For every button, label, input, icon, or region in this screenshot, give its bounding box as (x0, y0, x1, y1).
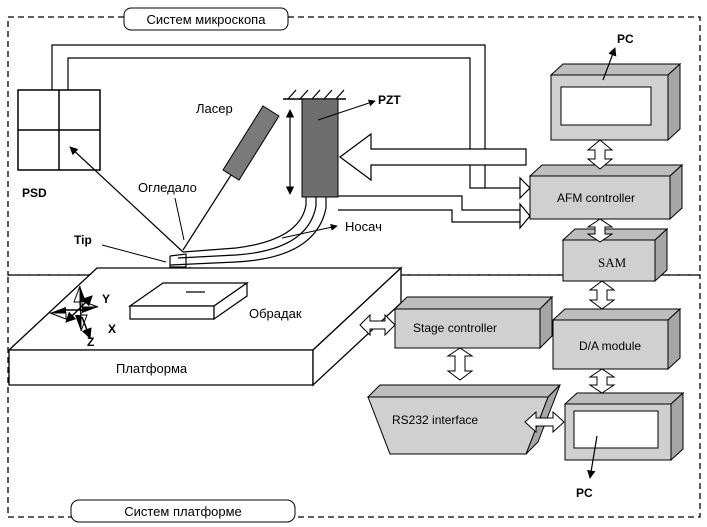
stage-controller-label: Stage controller (413, 321, 497, 335)
cantilever (169, 197, 327, 292)
psd-detector (17, 89, 101, 171)
connector-da-pc (588, 368, 616, 394)
sample-label: Обрадак (249, 306, 302, 321)
pc-top-pointer (602, 47, 617, 81)
pc-bottom-block (563, 391, 685, 462)
platform-label: Платформа (116, 361, 188, 376)
pc-bottom-pointer (587, 435, 598, 479)
afm-to-pzt-arrow (338, 132, 527, 182)
pzt-actuator (283, 89, 346, 198)
rs232-interface-block (366, 384, 562, 455)
pc-top-block (549, 62, 682, 142)
afm-controller-label: AFM controller (557, 191, 635, 205)
mirror-pointer (174, 197, 185, 241)
sample-block (128, 281, 249, 321)
stage-controller-block (393, 295, 554, 350)
da-module-label: D/A module (579, 339, 641, 353)
connector-pc-afm (586, 139, 614, 170)
afm-controller-block (528, 163, 684, 221)
pzt-label: PZT (378, 93, 401, 107)
axis-y-label: Y (102, 292, 110, 306)
cantilever-label: Носач (345, 219, 382, 234)
platform-system-text: Систем платформе (124, 504, 242, 519)
cantilever-signal-lines (338, 195, 531, 230)
connector-afm-sam (586, 218, 614, 243)
rs232-interface-label: RS232 interface (392, 413, 478, 427)
microscope-system-label: Систем микроскопа (123, 7, 289, 31)
microscope-system-text: Систем микроскопа (147, 12, 267, 27)
connector-sam-da (588, 280, 616, 310)
tip-label: Tip (74, 233, 92, 247)
laser-source (182, 105, 280, 251)
cantilever-pointer (281, 223, 338, 239)
psd-label: PSD (22, 186, 47, 200)
axis-x-label: X (108, 322, 116, 336)
connector-platform-stage (359, 313, 396, 337)
laser-label: Ласер (196, 101, 233, 116)
sam-block (561, 227, 669, 283)
axis-z-label: Z (87, 335, 94, 349)
reflected-beam (69, 146, 184, 253)
pc-top-label: PC (617, 32, 634, 46)
pc-bottom-label: PC (576, 486, 593, 500)
sam-label: SAM (598, 255, 627, 270)
xyz-axes (49, 285, 99, 339)
platform-system-label: Систем платформе (70, 499, 296, 523)
da-module-block (551, 307, 682, 371)
tip-pointer (101, 244, 167, 263)
pzt-pointer (317, 99, 376, 121)
connector-rs232-pc (524, 410, 565, 434)
mirror-label: Огледало (138, 180, 197, 195)
connector-stage-rs232 (446, 347, 474, 381)
psd-signal-lines (51, 44, 531, 200)
